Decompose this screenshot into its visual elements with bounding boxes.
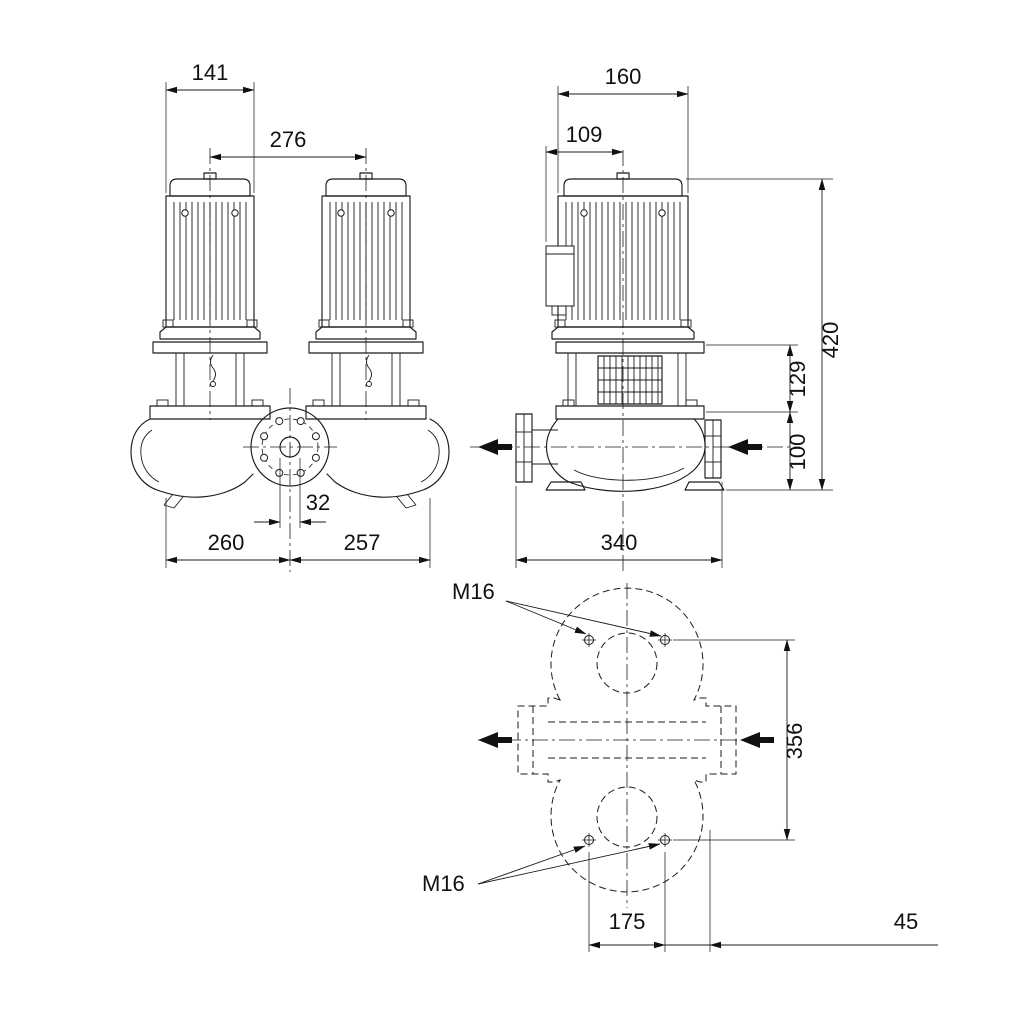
dim-label-257: 257	[344, 530, 381, 555]
front-centerlines	[209, 148, 367, 572]
bolt-hole-bottom-right	[658, 833, 672, 847]
dim-label-340: 340	[601, 530, 638, 555]
dim-bolt-span-horizontal-175: 175	[588, 852, 666, 952]
dim-width-right-257: 257	[289, 498, 431, 568]
dim-head-section-129: 129	[706, 344, 810, 413]
terminal-box	[545, 245, 575, 316]
dim-bolt-span-vertical-356: 356	[673, 639, 807, 841]
dim-face-to-center-109: 109	[545, 122, 624, 242]
plan-centerlines	[478, 583, 772, 908]
dim-head-spacing-276: 276	[209, 127, 367, 161]
dim-motor-depth-160: 160	[557, 64, 689, 193]
dim-overall-height-420: 420	[686, 178, 843, 491]
dim-casing-width-340: 340	[515, 482, 723, 568]
volute-left	[130, 418, 254, 509]
dim-label-420: 420	[818, 322, 843, 359]
front-dimensions: 141 276 32 260 257	[165, 60, 431, 568]
dim-label-356: 356	[782, 723, 807, 760]
pump-head-side	[555, 341, 705, 420]
dim-label-160: 160	[605, 64, 642, 89]
dim-port-bore-32: 32	[254, 458, 330, 528]
front-view	[130, 148, 450, 572]
dim-bolt-to-edge-45: 45	[665, 830, 938, 952]
side-view	[470, 150, 800, 575]
dim-label-141: 141	[192, 60, 229, 85]
dim-motor-width-141: 141	[165, 60, 255, 193]
bolt-hole-top-left	[582, 633, 596, 647]
dim-port-height-100: 100	[785, 411, 810, 491]
bolt-hole-bottom-left	[582, 833, 596, 847]
coupling-guard-grille	[597, 355, 663, 405]
suction-flange	[515, 413, 558, 483]
dim-label-260: 260	[208, 530, 245, 555]
thread-label-bottom: M16	[422, 871, 465, 896]
plan-flow-arrow-in-icon	[740, 732, 774, 748]
flow-arrow-out-icon	[478, 439, 512, 455]
flow-arrow-in-icon	[728, 439, 762, 455]
thread-callout-top: M16	[452, 579, 662, 637]
dim-label-129: 129	[785, 361, 810, 398]
casing-side	[545, 418, 725, 492]
plan-flow-arrow-out-icon	[478, 732, 512, 748]
bolt-hole-top-right	[658, 633, 672, 647]
volute-right	[326, 418, 450, 509]
plan-outline	[517, 587, 737, 893]
dim-label-109: 109	[566, 122, 603, 147]
thread-label-top: M16	[452, 579, 495, 604]
side-centerlines	[470, 150, 800, 575]
dim-label-32: 32	[306, 490, 330, 515]
dim-label-175: 175	[609, 909, 646, 934]
plan-dimensions: M16 M16 356 175 45	[422, 579, 938, 952]
side-dimensions: 160 109 420 129 100 340	[515, 64, 843, 568]
plan-view	[478, 583, 774, 908]
pump-head-right	[305, 341, 427, 420]
dim-label-276: 276	[270, 127, 307, 152]
dim-width-left-260: 260	[165, 498, 291, 568]
dim-label-100: 100	[785, 434, 810, 471]
thread-callout-bottom: M16	[422, 843, 661, 896]
dim-label-45: 45	[894, 909, 918, 934]
pump-head-left	[149, 341, 271, 420]
discharge-flange	[704, 419, 722, 479]
